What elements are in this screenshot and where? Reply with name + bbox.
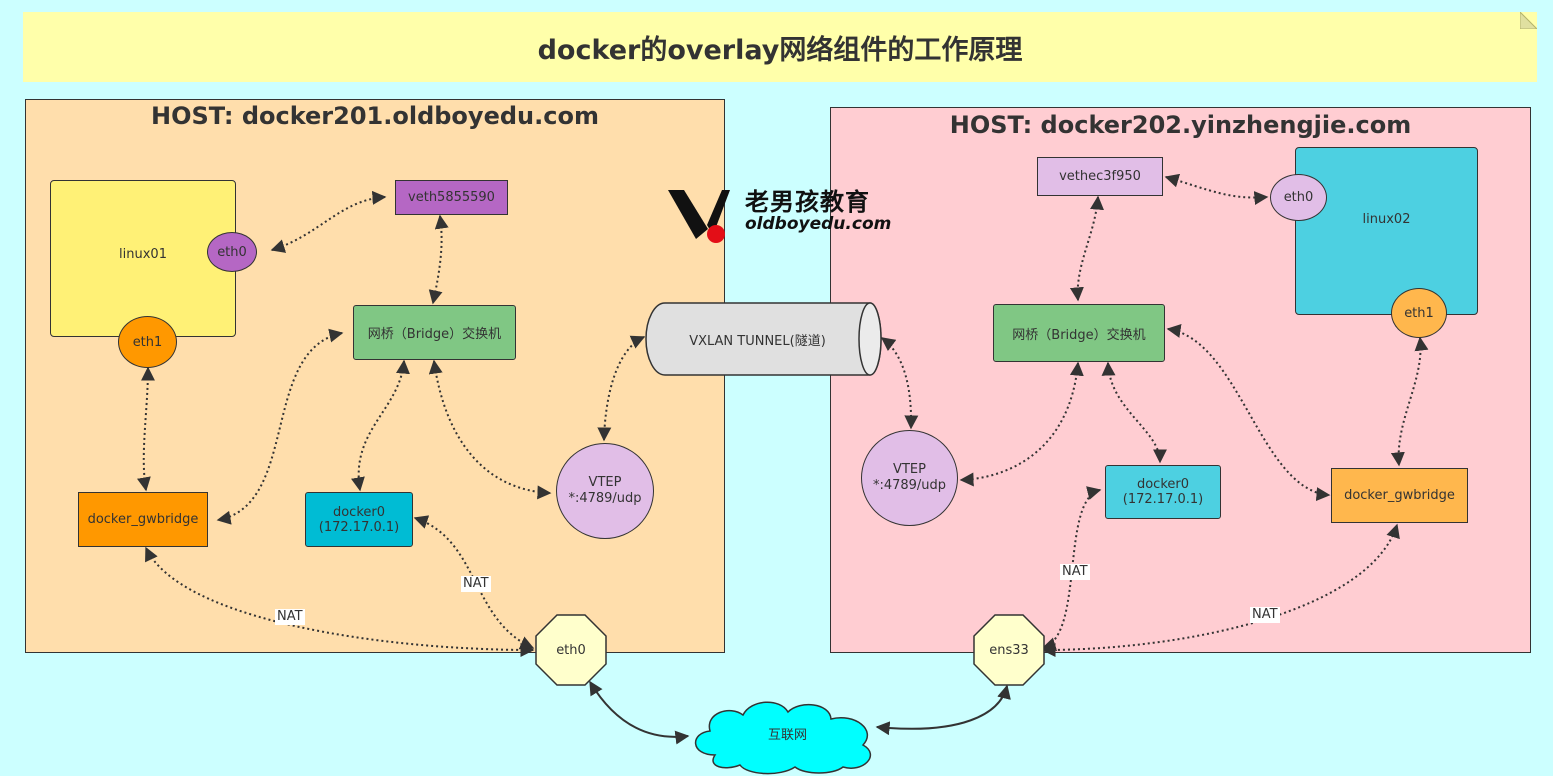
link-eth0phys-internet <box>589 680 690 745</box>
link-veth2-eth0 <box>1164 173 1269 205</box>
logo-text: 老男孩教育 oldboyedu.com <box>745 190 891 233</box>
phys-ens33-host2[interactable]: ens33 <box>973 614 1045 686</box>
linux01-eth0[interactable]: eth0 <box>207 232 257 272</box>
host1-title: HOST: docker201.oldboyedu.com <box>151 102 599 130</box>
title-banner: docker的overlay网络组件的工作原理 <box>23 12 1537 82</box>
vxlan-tunnel-shape <box>645 302 882 376</box>
nat-label-host2-docker0: NAT <box>1060 564 1090 580</box>
internet-cloud[interactable]: 互联网 <box>700 718 875 748</box>
gwbridge-host1[interactable]: docker_gwbridge <box>78 492 208 547</box>
bridge-host2-label: 网桥（Bridge）交换机 <box>1012 327 1146 343</box>
phys-eth0-label: eth0 <box>556 642 586 658</box>
link-bridge1-docker0 <box>351 359 410 492</box>
host2-title: HOST: docker202.yinzhengjie.com <box>949 111 1412 139</box>
link-eth1-gwbridge1 <box>136 366 155 492</box>
phys-ens33-shape <box>973 614 1045 686</box>
container-linux02-label: linux02 <box>1362 211 1411 227</box>
vtep-host2-line2: *:4789/udp <box>872 478 947 493</box>
nat-label-host1-gwbridge: NAT <box>275 609 305 625</box>
link-tunnel-vtep2 <box>880 337 919 430</box>
nat-label-host1-docker0: NAT <box>461 576 491 592</box>
veth-host1[interactable]: veth5855590 <box>395 180 508 215</box>
linux02-eth0[interactable]: eth0 <box>1270 174 1327 221</box>
linux02-eth1[interactable]: eth1 <box>1391 288 1447 338</box>
folded-corner-icon <box>1520 12 1537 29</box>
bridge-host2[interactable]: 网桥（Bridge）交换机 <box>993 304 1165 362</box>
bridge-host1-label: 网桥（Bridge）交换机 <box>367 327 502 342</box>
link-veth1-bridge1 <box>428 214 449 305</box>
phys-eth0-shape <box>535 614 607 686</box>
veth-host2[interactable]: vethec3f950 <box>1037 157 1163 196</box>
gwbridge-host1-label: docker_gwbridge <box>87 512 199 527</box>
vtep-host1[interactable]: VTEP *:4789/udp <box>556 443 654 539</box>
container-linux02[interactable]: linux02 <box>1295 147 1478 315</box>
docker0-host1-name: docker0 <box>332 504 386 520</box>
link-eth0-veth1 <box>270 190 387 253</box>
docker0-host2-ip: (172.17.0.1) <box>1122 492 1204 507</box>
phys-eth0-host1[interactable]: eth0 <box>535 614 607 686</box>
vtep-host1-line1: VTEP <box>588 474 622 490</box>
gwbridge-host2-label: docker_gwbridge <box>1344 488 1455 503</box>
internet-cloud-icon <box>694 701 872 775</box>
container-linux01[interactable]: linux01 <box>50 180 236 337</box>
link-bridge2-docker0 <box>1101 361 1167 464</box>
link-ens33-internet <box>875 684 1011 736</box>
link-bridge1-gwbridge1 <box>216 328 344 525</box>
vxlan-tunnel[interactable]: VXLAN TUNNEL(隧道) <box>650 302 865 376</box>
logo-cn: 老男孩教育 <box>745 188 870 216</box>
vtep-host1-line2: *:4789/udp <box>568 491 642 506</box>
diagram-title: docker的overlay网络组件的工作原理 <box>537 34 1023 66</box>
linux01-eth0-label: eth0 <box>217 244 247 260</box>
linux01-eth1[interactable]: eth1 <box>118 316 177 368</box>
link-eth0phys-gwbridge1 <box>145 546 535 657</box>
veth-host1-label: veth5855590 <box>408 190 495 205</box>
nat-label-host2-gwbridge: NAT <box>1250 607 1280 623</box>
link-bridge1-vtep1 <box>428 359 552 500</box>
link-bridge2-gwbridge2 <box>1166 324 1331 502</box>
linux02-eth1-label: eth1 <box>1404 305 1434 321</box>
bridge-host1[interactable]: 网桥（Bridge）交换机 <box>353 305 516 360</box>
vtep-host2-line1: VTEP <box>893 461 926 477</box>
link-eth1-gwbridge2 <box>1390 336 1429 467</box>
docker0-host1-ip: (172.17.0.1) <box>318 519 400 535</box>
vxlan-tunnel-label: VXLAN TUNNEL(隧道) <box>689 333 826 349</box>
internet-label: 互联网 <box>767 727 807 743</box>
gwbridge-host2[interactable]: docker_gwbridge <box>1331 468 1468 523</box>
docker0-host1[interactable]: docker0 (172.17.0.1) <box>305 492 413 547</box>
link-bridge2-vtep2 <box>959 361 1084 487</box>
docker0-host2-name: docker0 <box>1136 477 1190 492</box>
container-linux01-label: linux01 <box>119 247 167 262</box>
link-ens33-gwbridge2 <box>1041 523 1400 657</box>
host2-title-wrap: HOST: docker202.yinzhengjie.com <box>830 107 1531 143</box>
phys-ens33-label: ens33 <box>989 642 1029 658</box>
vtep-host2[interactable]: VTEP *:4789/udp <box>861 430 958 526</box>
linux02-eth0-label: eth0 <box>1283 190 1314 205</box>
oldboy-logo-icon <box>668 190 730 243</box>
linux01-eth1-label: eth1 <box>132 334 163 350</box>
logo-en: oldboyedu.com <box>745 214 892 234</box>
link-veth2-bridge2 <box>1069 195 1104 302</box>
link-tunnel-vtep1 <box>597 335 646 442</box>
docker0-host2[interactable]: docker0 (172.17.0.1) <box>1105 465 1221 519</box>
host1-title-wrap: HOST: docker201.oldboyedu.com <box>25 99 725 133</box>
veth-host2-label: vethec3f950 <box>1059 169 1141 184</box>
